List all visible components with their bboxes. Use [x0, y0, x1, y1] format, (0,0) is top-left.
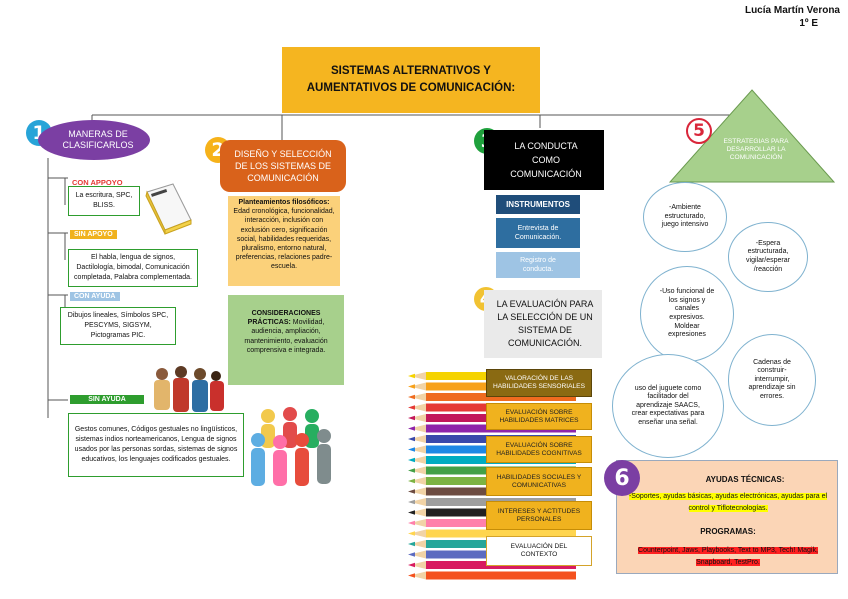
- section1-title-text: MANERAS DE CLASIFICARLOS: [60, 129, 136, 151]
- eval-item-1: VALORACIÓN DE LAS HABILIDADES SENSORIALE…: [486, 369, 592, 397]
- con-ayuda-box: Dibujos lineales, Símbolos SPC, PESCYMS,…: [60, 307, 176, 345]
- pencil-body: [426, 572, 576, 580]
- con-apoyo-box: La escritura, SPC, BLISS.: [68, 186, 140, 216]
- section2-title: DISEÑO Y SELECCIÓN DE LOS SISTEMAS DE CO…: [220, 140, 346, 192]
- pencil-lead: [408, 426, 415, 430]
- pencil-lead: [408, 437, 415, 441]
- planteamientos-label: Planteamientos filosóficos:: [238, 199, 329, 206]
- pencil-lead: [408, 416, 415, 420]
- section6-box: AYUDAS TÉCNICAS: -Soportes, ayudas básic…: [616, 460, 838, 574]
- ayudas-text-wrap: -Soportes, ayudas básicas, ayudas electr…: [621, 491, 835, 515]
- eval-item-2: EVALUACIÓN SOBRE HABILIDADES MATRICES: [486, 403, 592, 430]
- pencil-lead: [408, 500, 415, 504]
- sin-ayuda-text: Gestos comunes, Códigos gestuales no lin…: [73, 425, 239, 465]
- section4-title: LA EVALUACIÓN PARA LA SELECCIÓN DE UN SI…: [484, 290, 602, 358]
- pencil-lead: [408, 384, 415, 388]
- pencil-lead: [408, 542, 415, 546]
- section3-title: LA CONDUCTA COMO COMUNICACIÓN: [484, 130, 604, 190]
- sin-apoyo-label: SIN APOYO: [70, 230, 117, 239]
- section5-title: ESTRATEGIAS PARA DESARROLLAR LA COMUNICA…: [718, 138, 794, 162]
- eval-item-6: EVALUACIÓN DEL CONTEXTO: [486, 536, 592, 566]
- programas-label: PROGRAMAS:: [621, 527, 835, 536]
- author-block: Lucía Martín Verona 1º E: [700, 4, 840, 30]
- instrumentos-header: INSTRUMENTOS: [496, 195, 580, 214]
- pencil-lead: [408, 405, 415, 409]
- section2-title-text: DISEÑO Y SELECCIÓN DE LOS SISTEMAS DE CO…: [228, 148, 338, 184]
- ayudas-label: AYUDAS TÉCNICAS:: [657, 475, 833, 484]
- section4-title-text: LA EVALUACIÓN PARA LA SELECCIÓN DE UN SI…: [496, 298, 594, 350]
- pencil-lead: [408, 395, 415, 399]
- entrevista-box: Entrevista de Comunicación.: [496, 218, 580, 248]
- pencil-lead: [408, 531, 415, 535]
- sin-ayuda-box: Gestos comunes, Códigos gestuales no lin…: [68, 413, 244, 477]
- author-name: Lucía Martín Verona: [700, 4, 840, 17]
- consideraciones-box: CONSIDERACIONES PRÁCTICAS: Movilidad, au…: [228, 295, 344, 385]
- book-illustration: [143, 180, 195, 236]
- eval-item-5: INTERESES Y ACTITUDES PERSONALES: [486, 501, 592, 530]
- registro-text: Registro de conducta.: [506, 256, 570, 274]
- strategy-5: uso del juguete como facilitador del apr…: [612, 354, 724, 458]
- con-ayuda-label: CON AYUDA: [70, 292, 120, 301]
- pencil-lead: [408, 468, 415, 472]
- con-ayuda-text: Dibujos lineales, Símbolos SPC, PESCYMS,…: [68, 312, 168, 339]
- entrevista-text: Entrevista de Comunicación.: [502, 224, 574, 242]
- eval-item-4: HABILIDADES SOCIALES Y COMUNICATIVAS: [486, 467, 592, 496]
- pencil-lead: [408, 489, 415, 493]
- number-5-icon: 5: [686, 118, 712, 144]
- pencil-lead: [408, 510, 415, 514]
- section1-title: MANERAS DE CLASIFICARLOS: [38, 120, 150, 160]
- programas-text-wrap: Counterpoint, Jaws, Playbooks, Text to M…: [631, 545, 825, 569]
- registro-box: Registro de conducta.: [496, 252, 580, 278]
- sin-ayuda-label: SIN AYUDA: [70, 395, 144, 404]
- ayudas-text: -Soportes, ayudas básicas, ayudas electr…: [629, 493, 827, 512]
- main-title-text: SISTEMAS ALTERNATIVOS Y AUMENTATIVOS DE …: [296, 63, 526, 97]
- pencil-lead: [408, 563, 415, 567]
- pencil-lead: [408, 573, 415, 577]
- people-photo: [148, 362, 226, 416]
- pencil-lead: [408, 552, 415, 556]
- strategy-4: Cadenas de construir-interrumpir, aprend…: [728, 334, 816, 426]
- pencil-lead: [408, 479, 415, 483]
- sin-apoyo-box: El habla, lengua de signos, Dactilología…: [68, 249, 198, 287]
- pencil-lead: [408, 374, 415, 378]
- pencil-lead: [408, 458, 415, 462]
- section3-title-text: LA CONDUCTA COMO COMUNICACIÓN: [500, 139, 592, 181]
- planteamientos-box: Planteamientos filosóficos: Edad cronoló…: [228, 196, 340, 286]
- eval-item-3: EVALUACIÓN SOBRE HABILIDADES COGNITIVAS: [486, 436, 592, 463]
- main-title: SISTEMAS ALTERNATIVOS Y AUMENTATIVOS DE …: [282, 47, 540, 113]
- pencil-lead: [408, 447, 415, 451]
- planteamientos-text: Edad cronológica, funcionalidad, interac…: [231, 207, 337, 271]
- strategy-2: -Espera estructurada, vigilar/esperar /r…: [728, 222, 808, 292]
- programas-text: Counterpoint, Jaws, Playbooks, Text to M…: [638, 547, 818, 566]
- people-figures-illustration: [246, 406, 338, 492]
- strategy-3: -Uso funcional de los signos y canales e…: [640, 266, 734, 362]
- sin-apoyo-text: El habla, lengua de signos, Dactilología…: [74, 254, 192, 281]
- author-group: 1º E: [700, 17, 818, 30]
- number-6-icon: 6: [604, 460, 640, 496]
- pencil-lead: [408, 521, 415, 525]
- con-apoyo-text: La escritura, SPC, BLISS.: [73, 191, 135, 211]
- strategy-1: -Ambiente estructurado, juego intensivo: [643, 182, 727, 252]
